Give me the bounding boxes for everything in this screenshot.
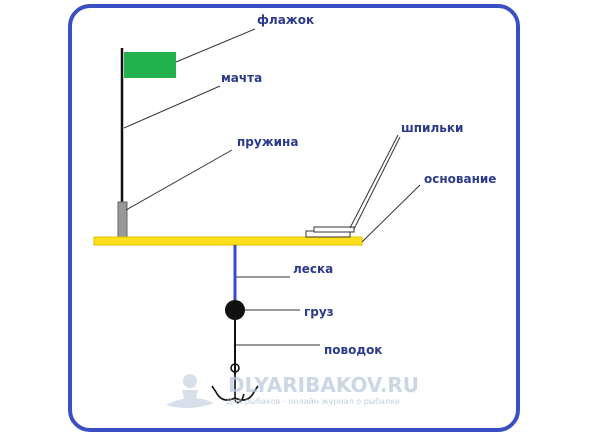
flag [124,52,176,78]
watermark-tagline: Для рыбаков - онлайн журнал о рыбалке [226,397,400,406]
treble-hook [211,363,259,404]
spring-pointer [125,149,233,211]
spring-label: пружина [237,135,298,149]
line-label: леска [293,262,333,276]
flag-pointer [175,28,256,63]
mast-label: мачта [221,71,262,85]
pin-upper [313,226,355,233]
base [93,236,363,246]
base-pointer [361,184,421,243]
pins-label: шпильки [401,121,463,135]
flag-label: флажок [257,13,314,27]
pins-pointer-2 [353,136,401,230]
pins-pointer-1 [349,134,399,229]
mast-pointer [123,85,221,129]
watermark-site: DLYARIBAKOV.RU [228,373,419,397]
weight-label: груз [304,305,334,319]
watermark-logo [166,374,214,409]
spring [117,201,128,239]
base-label: основание [424,172,496,186]
weight [225,300,245,320]
leader-label: поводок [324,343,382,357]
